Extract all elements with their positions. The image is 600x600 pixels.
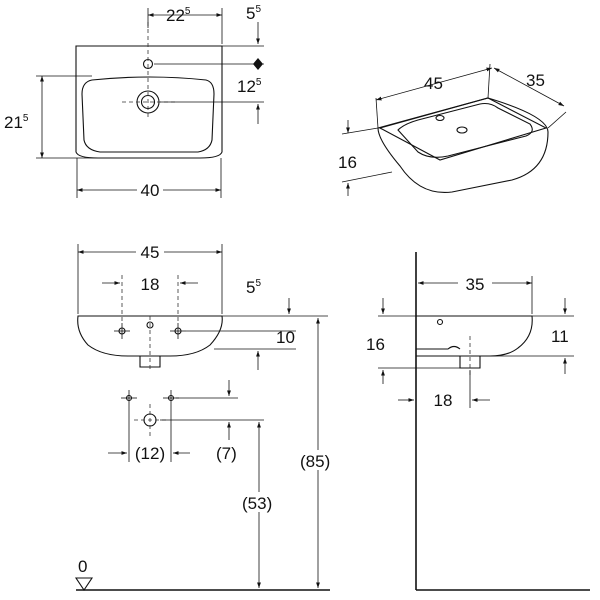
dim-waste-from-back: 125 — [237, 77, 262, 96]
dim-waste-height: (53) — [242, 494, 272, 513]
front-view: 45 18 55 10 (85) — [74, 242, 336, 591]
side-view: 35 16 11 18 — [366, 252, 590, 591]
waste-centre — [134, 404, 166, 436]
dim-top-to-fixing: 55 — [246, 278, 261, 297]
dim-front-width: 45 — [141, 243, 160, 262]
dim-waste-offset: (7) — [216, 444, 237, 463]
dim-side-height: 16 — [366, 335, 385, 354]
floor-level-label: 0 — [78, 557, 87, 576]
iso-view: 45 35 16 — [338, 63, 567, 196]
basin-side-profile — [416, 315, 533, 357]
dim-rim-to-fixing: 11 — [551, 327, 569, 346]
dim-fixing-spacing: 18 — [141, 275, 160, 294]
fixing-hole-left — [114, 323, 130, 339]
basin-outline-top — [75, 45, 223, 159]
dim-tap-hole-from-back: 55 — [246, 4, 261, 23]
diamond-marker — [253, 58, 263, 70]
top-view: 225 55 125 215 40 — [4, 4, 264, 200]
basin-iso-body — [377, 97, 549, 194]
dim-tap-offset: 225 — [166, 6, 191, 25]
dim-side-depth: 35 — [466, 275, 485, 294]
dim-fixing-height: 10 — [276, 328, 295, 347]
dim-line-iso-depth — [493, 67, 565, 107]
dim-iso-height: 16 — [338, 153, 357, 172]
bowl-outline-top — [81, 76, 215, 153]
fixing-hole-right — [170, 323, 186, 339]
basin-front-outline — [77, 315, 223, 357]
dim-outer-depth: 215 — [4, 113, 29, 132]
floor-level-marker — [74, 577, 94, 591]
bowl-iso — [397, 102, 533, 158]
dim-line-iso-width — [375, 67, 493, 101]
dim-bowl-width: 40 — [141, 181, 160, 200]
dim-iso-width: 45 — [424, 74, 443, 93]
dim-wall-to-waste: 18 — [434, 391, 453, 410]
waste-connection-left — [121, 390, 137, 406]
dim-waste-spacing: (12) — [135, 444, 165, 463]
dim-iso-depth: 35 — [526, 71, 545, 90]
dim-rim-height: (85) — [300, 452, 330, 471]
